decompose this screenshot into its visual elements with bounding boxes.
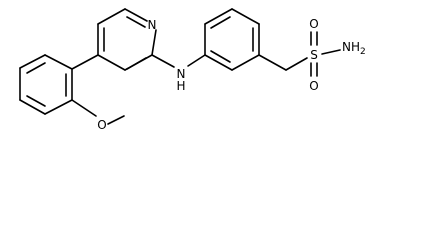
atom-labels: N N H O S O O NH2 bbox=[97, 17, 365, 132]
bond-double-inner bbox=[210, 50, 231, 63]
bond-double-inner bbox=[126, 16, 146, 28]
atom-label-nh: NH bbox=[342, 40, 360, 54]
bond bbox=[321, 49, 341, 55]
atom-label-subscript-2: 2 bbox=[360, 47, 366, 57]
bond bbox=[44, 54, 73, 70]
bond bbox=[285, 57, 308, 71]
bond bbox=[97, 8, 126, 25]
bond bbox=[151, 54, 175, 68]
bond bbox=[204, 54, 233, 71]
bonds bbox=[19, 8, 341, 125]
bond bbox=[258, 54, 287, 71]
bond bbox=[231, 54, 260, 71]
bond bbox=[204, 8, 233, 25]
bond-double-inner bbox=[26, 62, 46, 74]
atom-label-methoxy-o: O bbox=[97, 118, 106, 132]
bond bbox=[124, 8, 148, 22]
chemical-structure-diagram: N N H O S O O NH2 bbox=[19, 8, 366, 132]
bond bbox=[44, 99, 73, 115]
bond-double-inner bbox=[210, 16, 231, 29]
atom-label-amine-n: N bbox=[177, 67, 186, 81]
atom-label-oxygen-bottom: O bbox=[309, 79, 318, 93]
bond-double-inner bbox=[126, 57, 147, 70]
bond bbox=[71, 99, 97, 117]
bond bbox=[187, 54, 206, 67]
bond bbox=[107, 115, 125, 125]
atom-label-oxygen-top: O bbox=[309, 17, 318, 31]
bond bbox=[97, 54, 126, 71]
bond bbox=[151, 29, 157, 56]
bond bbox=[231, 8, 260, 25]
atom-label-sulfonamide-nh: NH2 bbox=[342, 40, 366, 57]
atom-label-pyridine-n: N bbox=[148, 18, 157, 32]
bond bbox=[19, 54, 46, 69]
atom-label-sulfur: S bbox=[310, 48, 318, 62]
bond bbox=[19, 99, 46, 115]
atom-label-amine-h: H bbox=[176, 79, 185, 93]
bond bbox=[71, 54, 99, 70]
bond-double-inner bbox=[26, 95, 46, 107]
